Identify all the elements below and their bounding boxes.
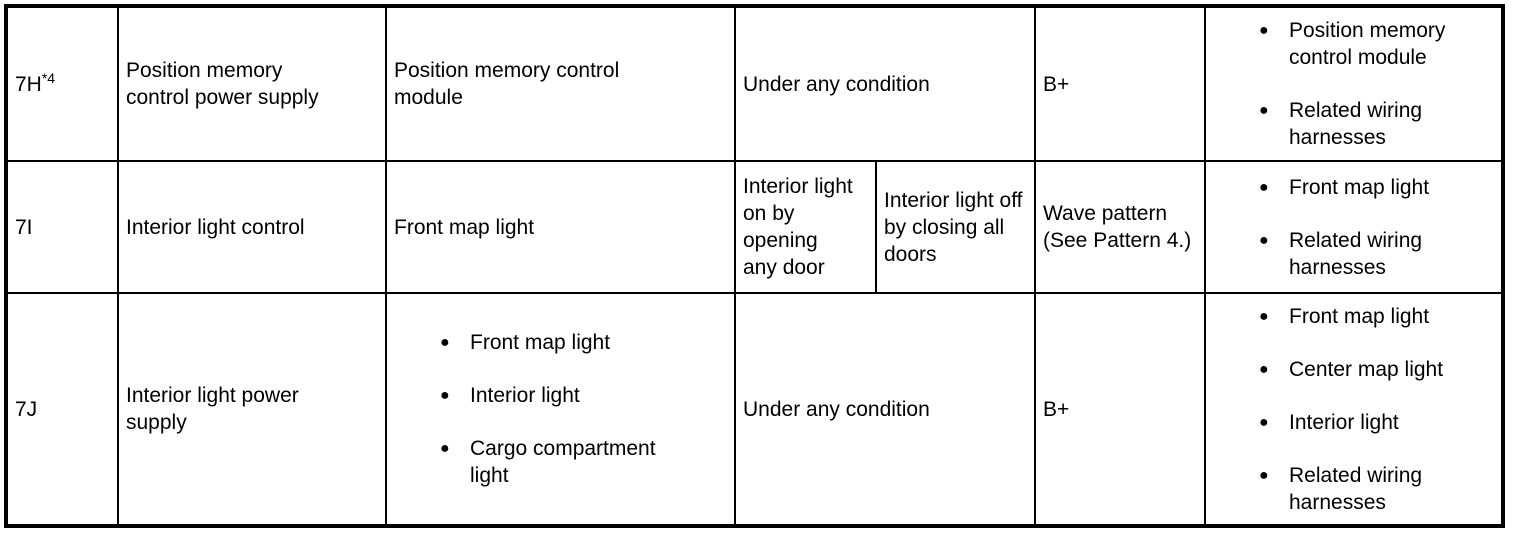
footnote-marker: *4 (41, 69, 56, 86)
connected-to-cell: Front map light (385, 160, 736, 294)
table-row: 7I Interior light control Front map ligh… (5, 160, 1504, 294)
table-row: 7H*4 Position memory control power suppl… (5, 5, 1504, 162)
condition-on-label: Interior light on by opening any door (743, 175, 853, 279)
connected-to-cell: ● Front map light ● Interior light ● Car… (385, 292, 736, 527)
part-label: Front map light (470, 331, 611, 354)
part-label: Related wiring harnesses (1289, 463, 1423, 514)
bullet-icon: ● (1259, 413, 1269, 431)
part-label: Front map light (1289, 175, 1430, 199)
terminal-inspection-table: 7H*4 Position memory control power suppl… (4, 4, 1505, 528)
list-item: ● Front map light (1259, 303, 1495, 330)
function-cell: Interior light power supply (117, 292, 387, 527)
terminal-cell: 7H*4 (5, 5, 119, 162)
condition-label: Under any condition (743, 72, 930, 96)
bullet-icon: ● (1259, 466, 1269, 484)
list-item: ● Cargo compartment light (440, 435, 728, 489)
parts-list: ● Position memory control module ● Relat… (1213, 17, 1495, 151)
list-item: ● Front map light (440, 329, 728, 356)
terminal-cell: 7I (5, 160, 119, 294)
value-cell: Wave pattern (See Pattern 4.) (1034, 160, 1206, 294)
part-label: Related wiring harnesses (1289, 99, 1423, 149)
condition-on-cell: Interior light on by opening any door (734, 160, 877, 294)
bullet-icon: ● (440, 334, 450, 351)
parts-list: ● Front map light ● Related wiring harne… (1213, 174, 1495, 281)
function-cell: Position memory control power supply (117, 5, 387, 162)
bullet-icon: ● (1259, 22, 1269, 39)
part-label: Cargo compartment light (470, 437, 656, 487)
manual-page: 7H*4 Position memory control power suppl… (4, 4, 1505, 528)
list-item: ● Interior light (440, 382, 728, 409)
terminal-id: 7J (15, 397, 38, 421)
bullet-icon: ● (1259, 307, 1269, 325)
bullet-icon: ● (1259, 178, 1269, 196)
list-item: ● Related wiring harnesses (1259, 462, 1495, 516)
part-label: Center map light (1289, 357, 1444, 381)
list-item: ● Center map light (1259, 356, 1495, 383)
value-label: B+ (1043, 72, 1070, 96)
list-item: ● Position memory control module (1259, 17, 1495, 71)
terminal-id: 7I (15, 215, 33, 239)
table-row: 7J Interior light power supply ● Front m… (5, 292, 1504, 527)
connected-to-label: Front map light (394, 215, 535, 239)
condition-off-cell: Interior light off by closing all doors (875, 160, 1036, 294)
condition-label: Under any condition (743, 397, 930, 421)
part-label: Related wiring harnesses (1289, 228, 1423, 279)
inspected-parts-cell: ● Front map light ● Related wiring harne… (1204, 160, 1504, 294)
condition-cell: Under any condition (734, 5, 1036, 162)
list-item: ● Front map light (1259, 174, 1495, 201)
value-label: B+ (1043, 397, 1070, 421)
part-label: Front map light (1289, 304, 1430, 328)
part-label: Position memory control module (1289, 19, 1446, 69)
terminal-id: 7H (15, 72, 42, 96)
connected-to-cell: Position memory control module (385, 5, 736, 162)
list-item: ● Related wiring harnesses (1259, 227, 1495, 281)
value-cell: B+ (1034, 5, 1206, 162)
bullet-icon: ● (1259, 231, 1269, 249)
bullet-icon: ● (1259, 360, 1269, 378)
function-label: Interior light control (126, 215, 305, 239)
list-item: ● Interior light (1259, 409, 1495, 436)
bullet-icon: ● (1259, 102, 1269, 119)
part-label: Interior light (470, 384, 580, 407)
value-cell: B+ (1034, 292, 1206, 527)
parts-list: ● Front map light ● Center map light ● I… (1213, 303, 1495, 516)
inspected-parts-cell: ● Front map light ● Center map light ● I… (1204, 292, 1504, 527)
function-label: Position memory control power supply (126, 59, 319, 109)
part-label: Interior light (1289, 410, 1399, 434)
value-label: Wave pattern (See Pattern 4.) (1043, 202, 1192, 252)
function-label: Interior light power supply (126, 384, 299, 434)
terminal-cell: 7J (5, 292, 119, 527)
bullet-icon: ● (440, 387, 450, 404)
inspected-parts-cell: ● Position memory control module ● Relat… (1204, 5, 1504, 162)
list-item: ● Related wiring harnesses (1259, 97, 1495, 151)
condition-off-label: Interior light off by closing all doors (884, 188, 1023, 266)
connected-to-label: Position memory control module (394, 59, 620, 109)
bullet-icon: ● (440, 440, 450, 457)
condition-cell: Under any condition (734, 292, 1036, 527)
function-cell: Interior light control (117, 160, 387, 294)
connected-parts-list: ● Front map light ● Interior light ● Car… (394, 329, 728, 489)
